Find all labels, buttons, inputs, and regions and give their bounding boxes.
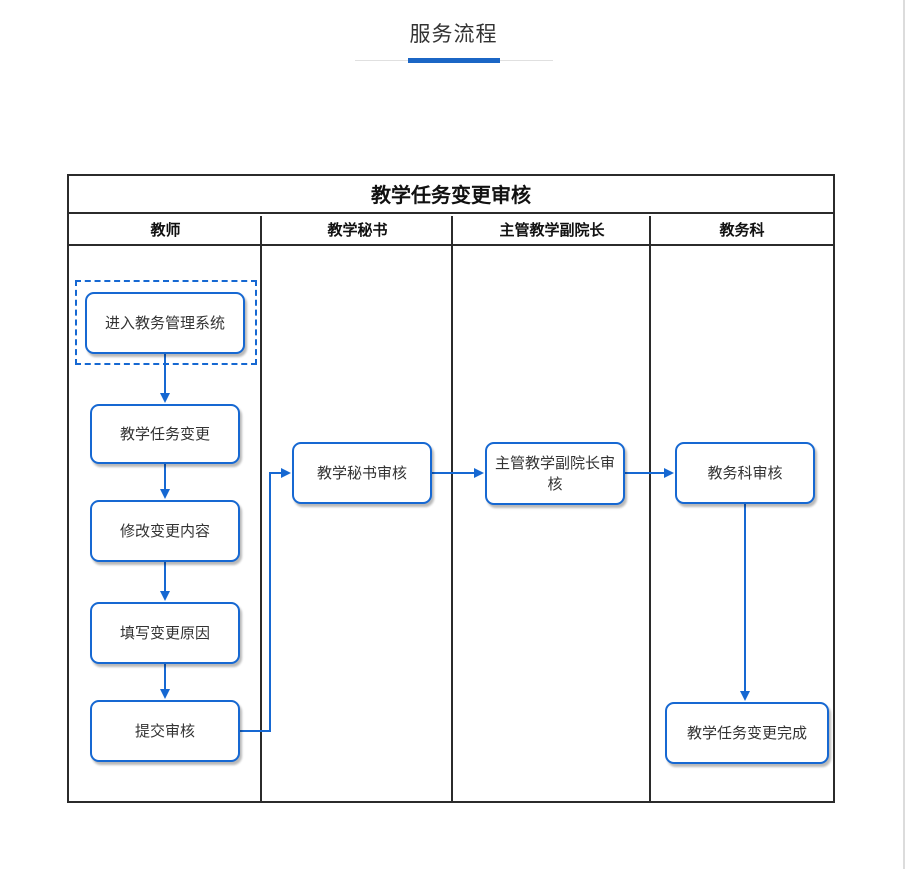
flow-node-vice-dean-review: 主管教学副院长审核 [485,442,625,505]
lane-divider-2 [451,216,453,801]
lane-header-vice-dean: 主管教学副院长 [499,220,605,239]
page-title: 服务流程 [409,22,498,46]
flow-node-submit-review: 提交审核 [90,700,240,762]
flow-node-fill-reason: 填写变更原因 [90,602,240,664]
swimlane-flowchart: 教学任务变更审核 教师 教学秘书 主管教学副院长 教务科 进入教务管理系统 教学… [67,174,835,803]
flow-node-enter-system: 进入教务管理系统 [85,292,245,354]
arrow-submit-to-secretary [240,468,291,732]
flowchart-title: 教学任务变更审核 [69,176,833,214]
flow-node-dept-review: 教务科审核 [675,442,815,504]
page-right-border [903,0,905,869]
page-header: 服务流程 [0,0,907,64]
lane-divider-1 [260,216,262,801]
lane-header-academic-dept: 教务科 [719,220,765,239]
title-underline-accent [407,58,500,63]
lane-header-teacher: 教师 [150,220,181,239]
flow-node-task-change: 教学任务变更 [90,404,240,464]
flow-node-complete: 教学任务变更完成 [665,702,829,764]
flow-node-secretary-review: 教学秘书审核 [292,442,432,504]
selection-dashed-rect [75,280,257,365]
flow-node-modify-content: 修改变更内容 [90,500,240,562]
lane-header-secretary: 教学秘书 [327,220,388,239]
title-underline [354,58,553,64]
lane-divider-3 [649,216,651,801]
